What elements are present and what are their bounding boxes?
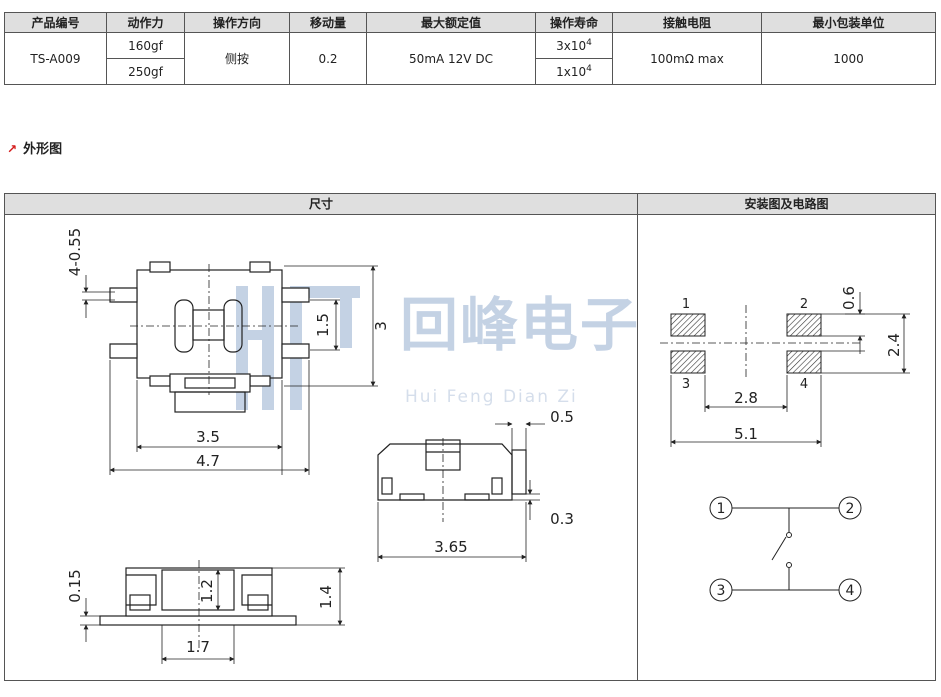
footprint (660, 305, 860, 380)
header-rating: 最大额定值 (366, 12, 536, 33)
install-panel-title: 安装图及电路图 (638, 194, 935, 215)
dim-0-3: 0.3 (550, 510, 574, 528)
pad-label-3: 3 (682, 377, 690, 392)
pad-2 (786, 313, 822, 337)
header-part-no: 产品编号 (4, 12, 107, 33)
pad-label-1: 1 (682, 297, 690, 312)
life-1-exp: 4 (586, 38, 592, 48)
dim-3: 3 (372, 321, 390, 331)
panel-divider (637, 194, 638, 681)
header-direction: 操作方向 (184, 12, 290, 33)
pad-4 (786, 350, 822, 374)
pad-label-2: 2 (800, 297, 808, 312)
section-title-text: 外形图 (23, 142, 63, 157)
cell-force-1: 160gf (106, 32, 185, 59)
table-row: TS-A009 160gf 侧按 0.2 50mA 12V DC 3x104 1… (4, 32, 936, 85)
top-view (109, 261, 310, 413)
circuit-pin-1: 1 (717, 501, 726, 517)
front-view-dimensions (80, 567, 345, 664)
dim-0-15: 0.15 (66, 569, 84, 602)
dim-5-1: 5.1 (734, 425, 758, 443)
header-resistance: 接触电阻 (612, 12, 762, 33)
pad-label-4: 4 (800, 377, 808, 392)
dim-1-4: 1.4 (317, 585, 335, 609)
cell-rating: 50mA 12V DC (366, 32, 536, 85)
cell-travel: 0.2 (289, 32, 367, 85)
watermark-en: Hui Feng Dian Zi (405, 387, 578, 407)
circuit-pin-4: 4 (846, 583, 855, 599)
dim-0-6: 0.6 (840, 286, 858, 310)
footprint-dimensions (670, 292, 910, 447)
life-2-exp: 4 (586, 64, 592, 74)
life-1-base: 3x10 (556, 39, 587, 53)
drawing-frame: 尺寸 安装图及电路图 (4, 193, 936, 681)
circuit-diagram (709, 496, 862, 602)
cell-part-no: TS-A009 (4, 32, 107, 85)
dim-1-5: 1.5 (314, 313, 332, 337)
circuit-pin-2: 2 (846, 501, 855, 517)
arrow-icon: ↗ (7, 142, 18, 156)
dim-0-5: 0.5 (550, 408, 574, 426)
side-view-dimensions (377, 421, 545, 562)
table-row: 250gf 1x104 (5, 58, 936, 85)
circuit-pin-3: 3 (717, 583, 726, 599)
pad-1 (670, 313, 706, 337)
front-view (99, 560, 297, 650)
cell-min-pack: 1000 (761, 32, 936, 85)
top-view-dimensions (82, 265, 378, 475)
dim-2-8: 2.8 (734, 389, 758, 407)
cell-force-2: 250gf (106, 58, 185, 85)
dim-3-65: 3.65 (434, 538, 467, 556)
side-view (377, 438, 527, 522)
spec-header-row: 产品编号 动作力 操作方向 移动量 最大额定值 操作寿命 接触电阻 最小包装单位 (4, 12, 936, 33)
cell-life-1: 3x104 (535, 32, 613, 59)
dim-1-7: 1.7 (186, 638, 210, 656)
header-force: 动作力 (106, 12, 185, 33)
cell-life-2: 1x104 (535, 58, 613, 85)
dim-2-4: 2.4 (885, 333, 903, 357)
pad-3 (670, 350, 706, 374)
life-2-base: 1x10 (556, 65, 587, 79)
header-life: 操作寿命 (535, 12, 613, 33)
watermark-cn: 回峰电子 (400, 291, 640, 359)
section-title: ↗ 外形图 (7, 138, 62, 157)
cell-direction: 侧按 (184, 32, 290, 85)
dim-3-5: 3.5 (196, 428, 220, 446)
dim-4-7: 4.7 (196, 452, 220, 470)
dim-4-055: 4-0.55 (66, 228, 84, 276)
dimensions-panel-title: 尺寸 (5, 194, 637, 215)
spec-table: 产品编号 动作力 操作方向 移动量 最大额定值 操作寿命 接触电阻 最小包装单位… (4, 12, 936, 85)
dim-1-2: 1.2 (198, 579, 216, 603)
